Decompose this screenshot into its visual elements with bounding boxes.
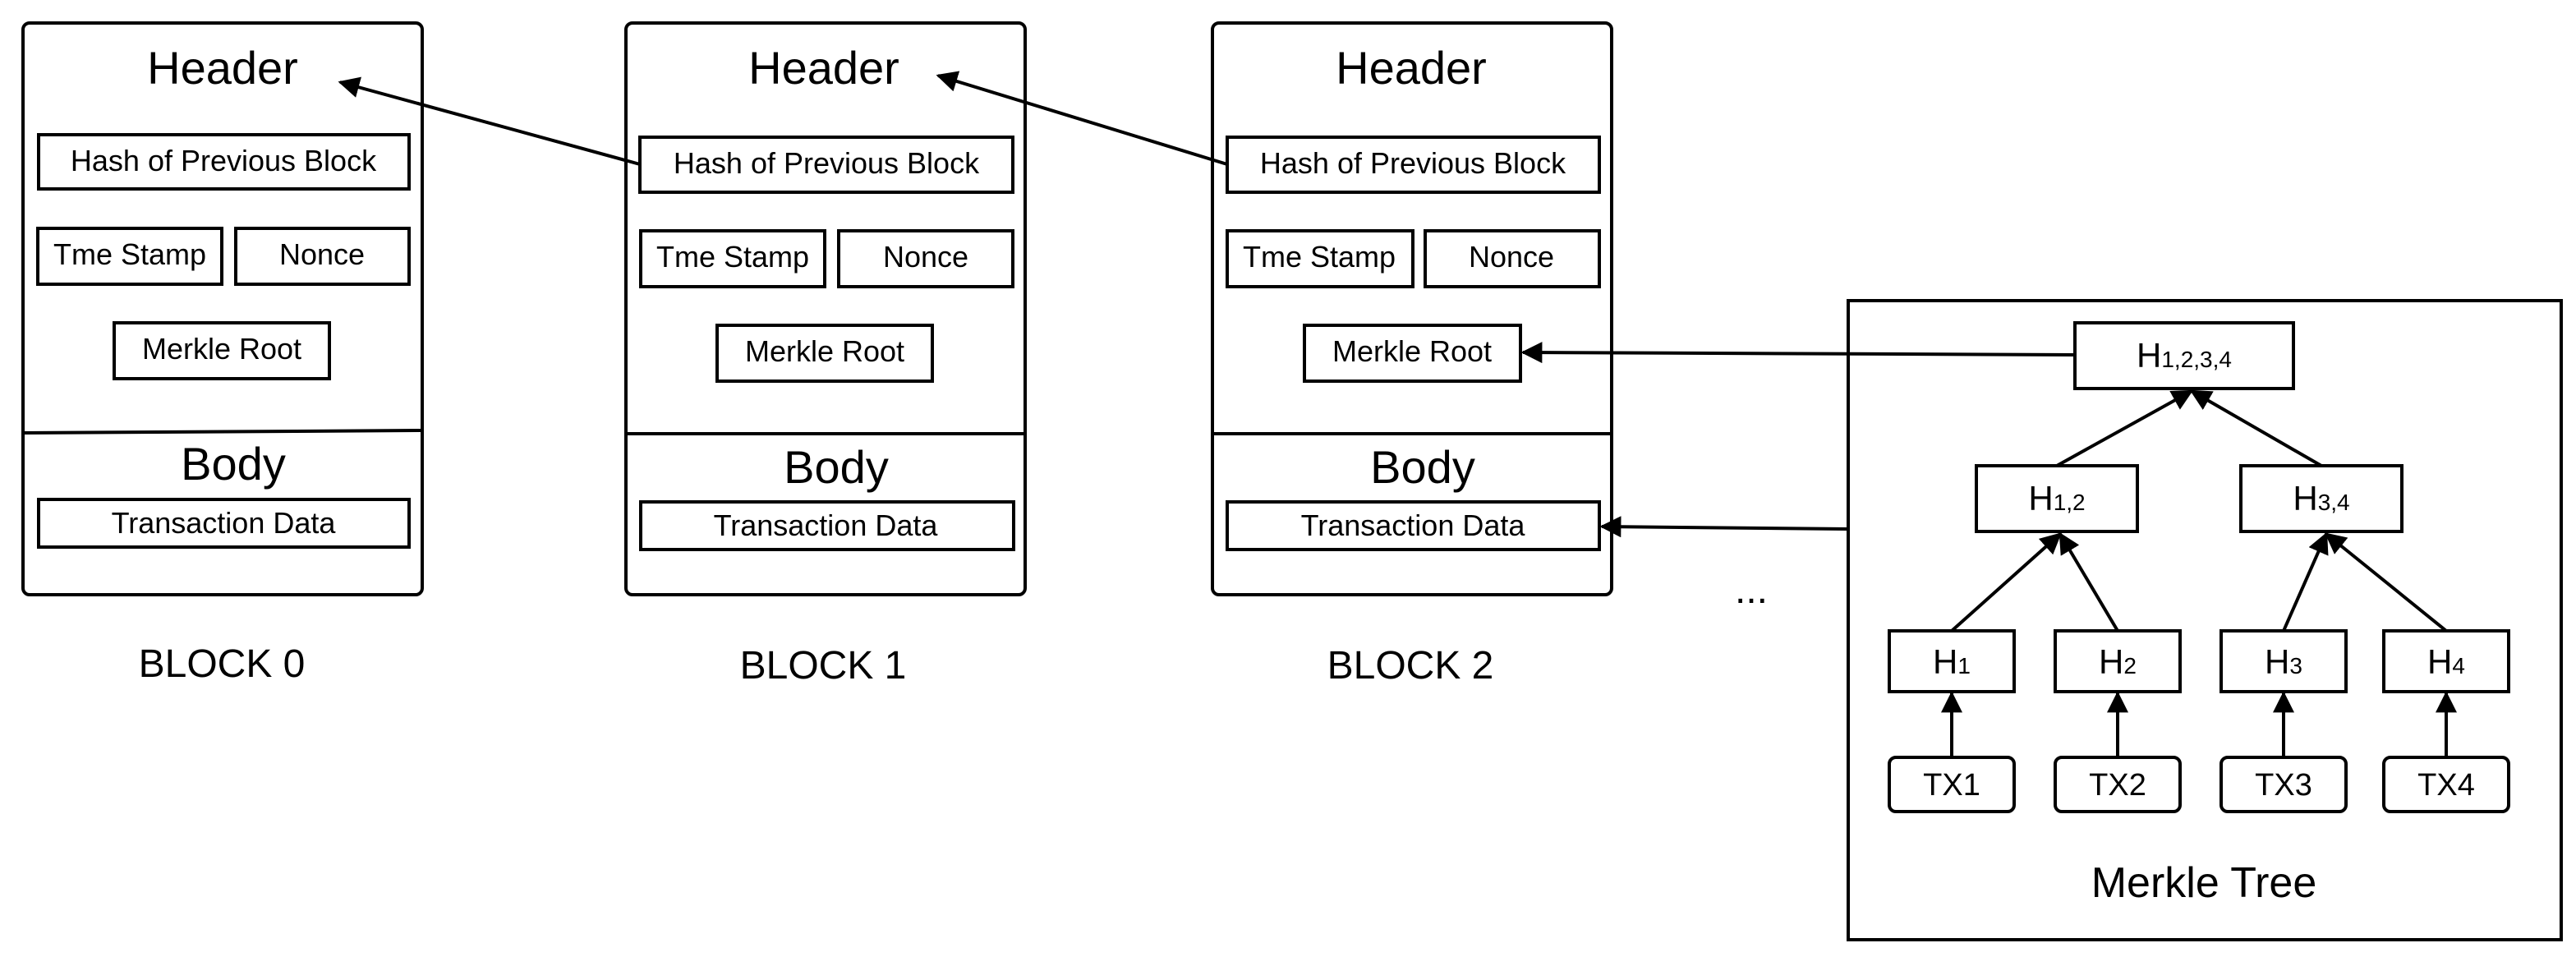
merkle-tx2-label: TX2: [2089, 768, 2146, 803]
merkle-hash-4-label: H4: [2427, 642, 2465, 681]
block-0-divider: [22, 429, 423, 435]
merkle-root-hash-box: [2073, 321, 2295, 390]
block-1-merkle-root-label: Merkle Root: [745, 334, 904, 368]
block-1-outline: [624, 21, 1027, 596]
block-0: Header Hash of Previous Block Tme Stamp …: [21, 21, 424, 686]
block-2-merkle-root-label: Merkle Root: [1332, 334, 1492, 368]
block-2-timestamp-label: Tme Stamp: [1243, 240, 1396, 274]
block-0-nonce-box: [234, 227, 411, 286]
merkle-tx3-label: TX3: [2255, 768, 2312, 803]
arrow-tree-to-transaction-data: [1599, 516, 1849, 538]
arrow-block1-to-block0: [338, 76, 641, 166]
block-0-hash-prev-label: Hash of Previous Block: [71, 144, 377, 177]
block-1-timestamp-label: Tme Stamp: [656, 240, 809, 274]
merkle-root-hash-label: H1,2,3,4: [2137, 336, 2232, 375]
block-2-transaction-box: [1226, 500, 1601, 551]
block-2-merkle-root-box: [1303, 324, 1522, 383]
block-0-hash-prev-box: [37, 133, 411, 191]
block-0-body-label: Body: [181, 438, 286, 490]
merkle-hash-12-label: H1,2: [2028, 479, 2085, 518]
arrow-h3-to-h34: [2282, 531, 2329, 632]
arrow-block2-to-block1: [936, 71, 1228, 166]
arrow-h2-to-h12: [2058, 531, 2119, 632]
block-2-timestamp-box: [1226, 229, 1414, 288]
block-1-body-label: Body: [784, 441, 889, 493]
block-1-label: BLOCK 1: [740, 644, 907, 688]
block-1-transaction-label: Transaction Data: [714, 508, 939, 542]
block-2-label: BLOCK 2: [1327, 644, 1494, 688]
arrow-h12-to-root: [2056, 389, 2194, 467]
block-1-nonce-box: [837, 229, 1014, 288]
block-2: Header Hash of Previous Block Tme Stamp …: [1211, 21, 1613, 688]
arrow-h1-to-h12: [1950, 532, 2062, 632]
block-1-timestamp-box: [639, 229, 826, 288]
arrow-root-to-merkle-root: [1520, 342, 2076, 364]
block-0-transaction-box: [37, 498, 411, 549]
merkle-hash-34-label: H3,4: [2293, 479, 2349, 518]
merkle-hash-1-label: H1: [1933, 642, 1971, 681]
block-2-hash-prev-label: Hash of Previous Block: [1260, 146, 1566, 180]
block-0-timestamp-label: Tme Stamp: [53, 237, 206, 271]
merkle-hash-2-label: H2: [2099, 642, 2137, 681]
merkle-tree-frame: [1847, 299, 2563, 941]
ellipsis: ...: [1735, 568, 1768, 612]
block-0-header-label: Header: [147, 42, 298, 94]
merkle-hash-3-label: H3: [2265, 642, 2302, 681]
block-2-nonce-label: Nonce: [1469, 240, 1554, 274]
block-0-label: BLOCK 0: [139, 642, 306, 686]
block-0-merkle-root-box: [113, 321, 331, 380]
block-2-outline: [1211, 21, 1613, 596]
merkle-tree-title: Merkle Tree: [2091, 859, 2317, 907]
merkle-tx4-label: TX4: [2417, 768, 2475, 803]
block-2-header-label: Header: [1336, 42, 1487, 94]
block-0-merkle-root-label: Merkle Root: [142, 332, 301, 366]
block-0-nonce-label: Nonce: [279, 237, 365, 271]
block-0-outline: [21, 21, 424, 596]
block-2-nonce-box: [1424, 229, 1601, 288]
block-2-hash-prev-box: [1226, 136, 1601, 194]
arrow-h4-to-h34: [2324, 532, 2448, 632]
block-1-hash-prev-label: Hash of Previous Block: [674, 146, 980, 180]
block-1-merkle-root-box: [715, 324, 934, 383]
block-2-transaction-label: Transaction Data: [1301, 508, 1526, 542]
block-1-header-label: Header: [748, 42, 899, 94]
arrow-h34-to-root: [2189, 389, 2322, 467]
block-0-transaction-label: Transaction Data: [112, 506, 337, 540]
block-1: Header Hash of Previous Block Tme Stamp …: [624, 21, 1027, 688]
block-0-timestamp-box: [36, 227, 223, 286]
block-1-nonce-label: Nonce: [883, 240, 968, 274]
block-1-hash-prev-box: [638, 136, 1014, 194]
block-1-transaction-box: [639, 500, 1015, 551]
block-2-body-label: Body: [1370, 441, 1475, 493]
merkle-tree: H1,2,3,4 H1,2 H3,4 H1 H2 H3 H4 TX1 TX2 T…: [1847, 299, 2563, 941]
merkle-tx1-label: TX1: [1923, 768, 1980, 803]
